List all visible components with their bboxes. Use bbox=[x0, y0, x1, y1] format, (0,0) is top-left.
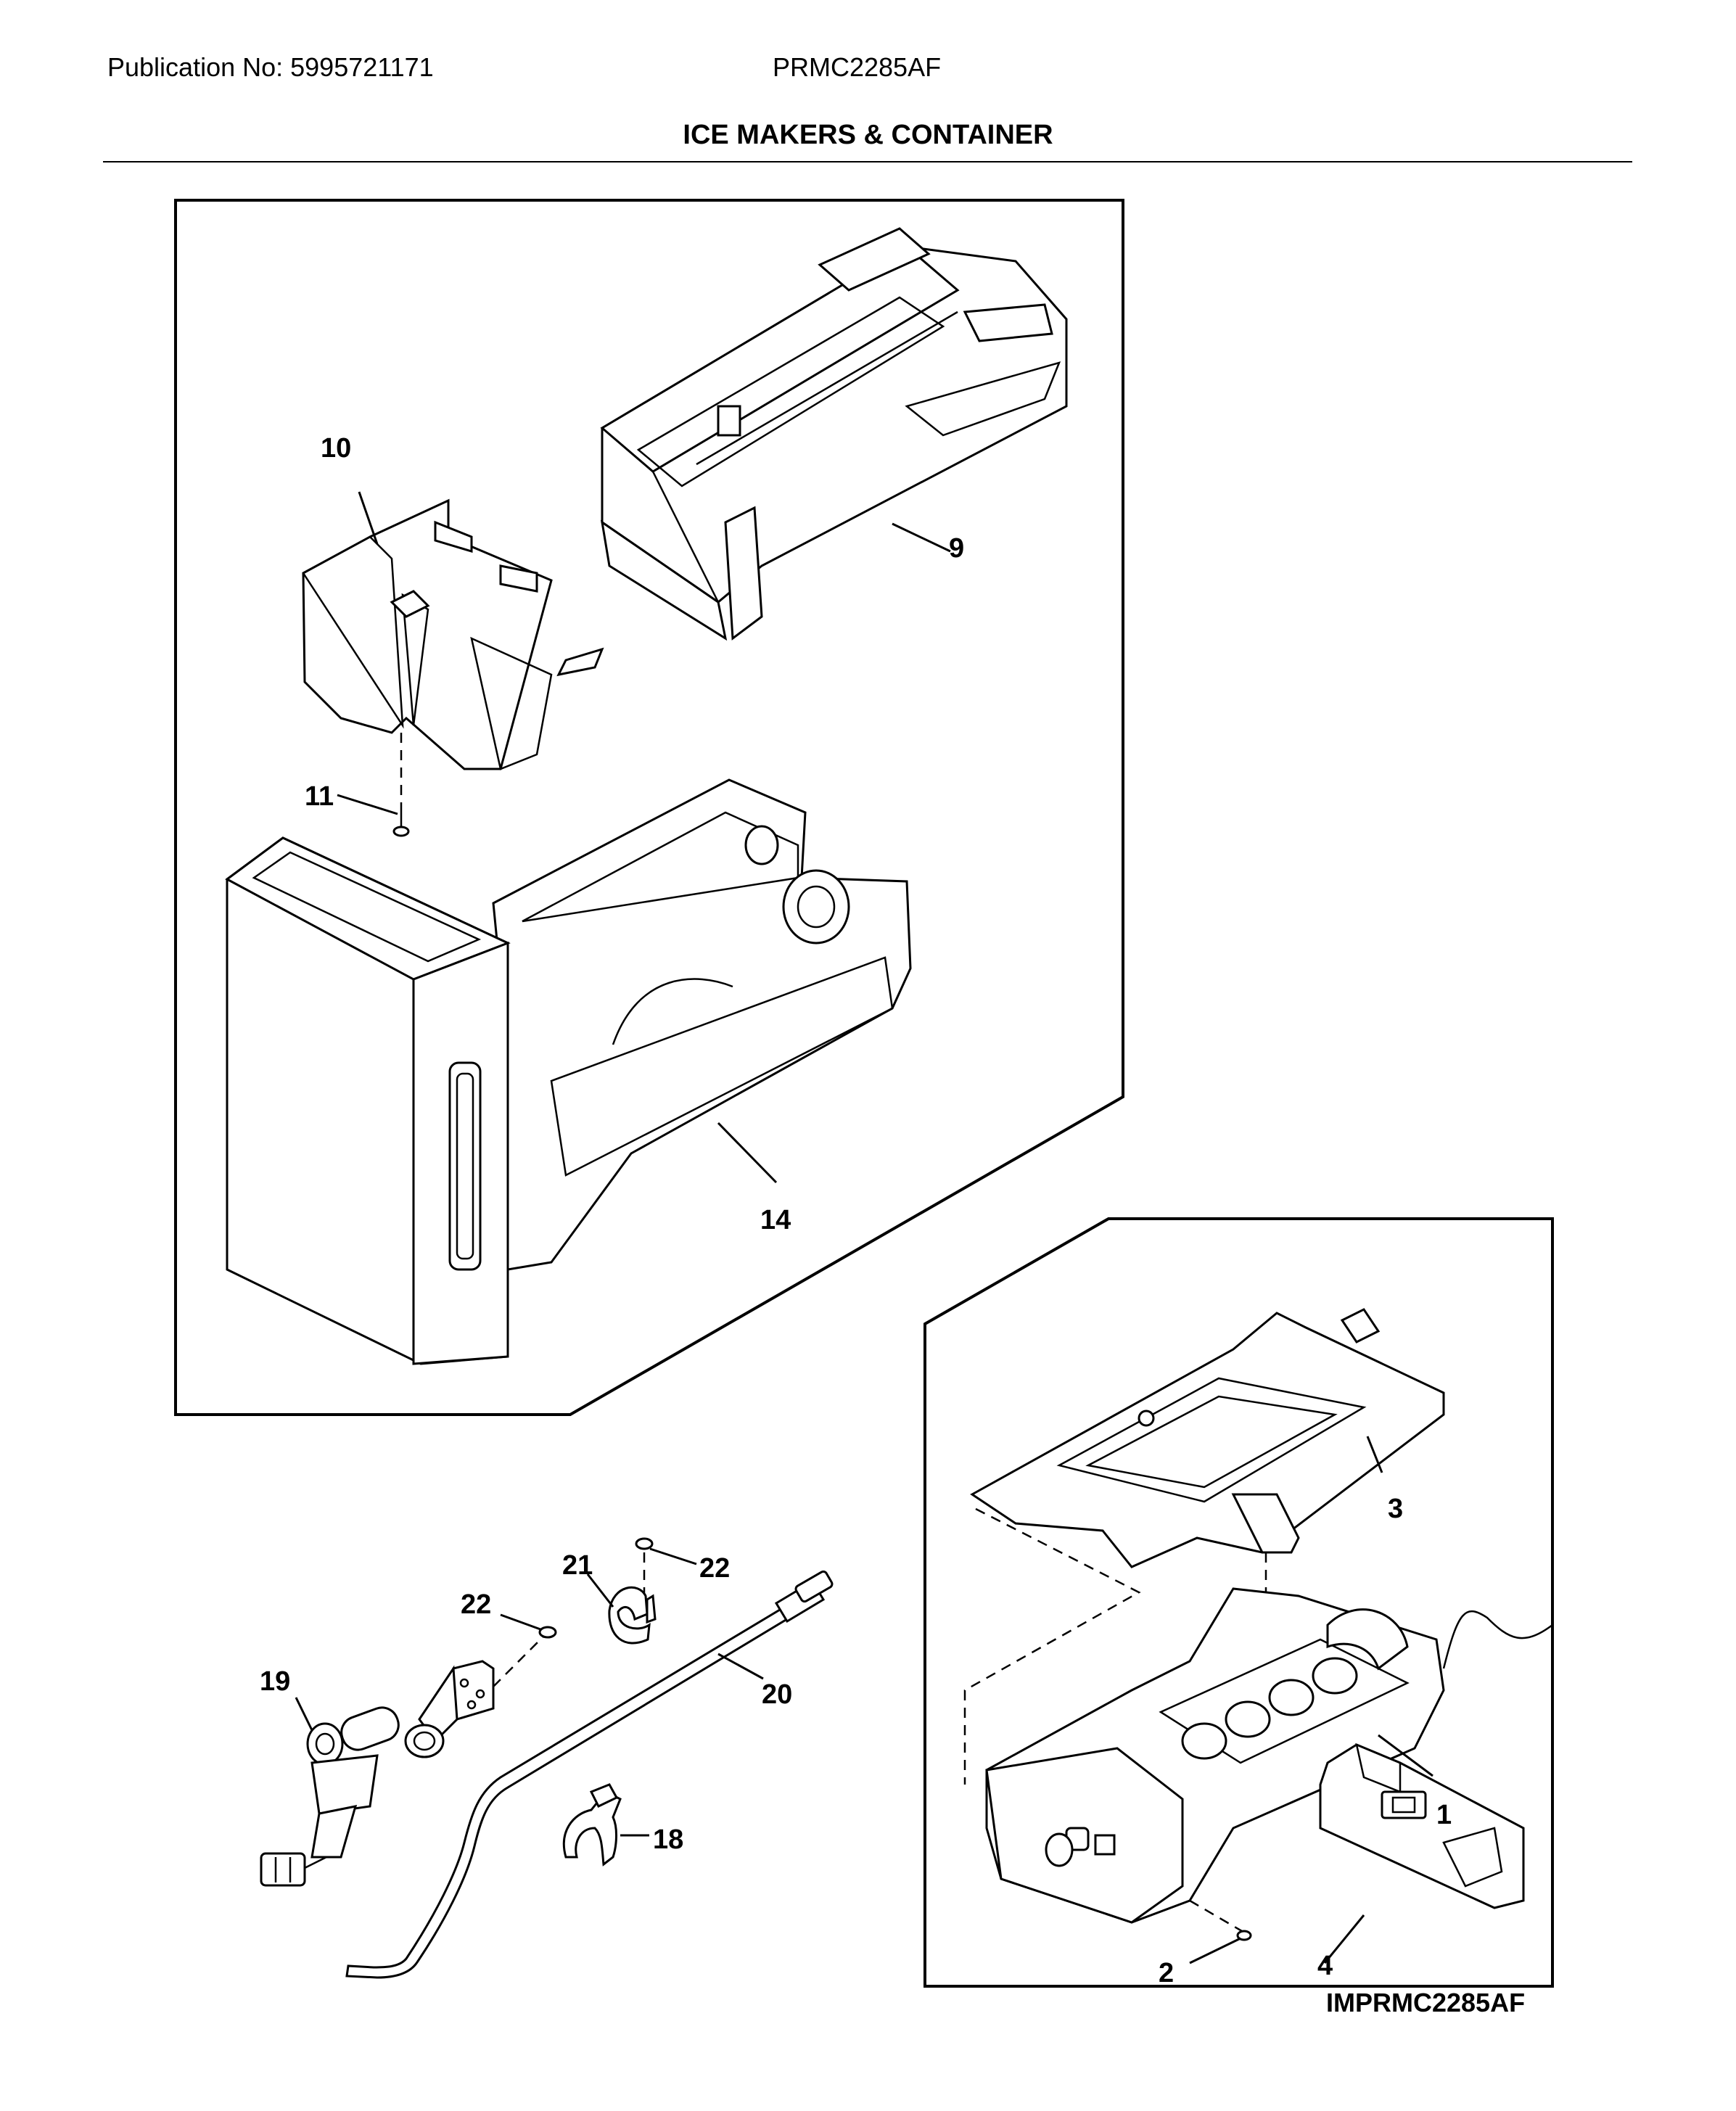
lower-assembly-frame bbox=[923, 1217, 1554, 1988]
water-valve-part bbox=[260, 1660, 495, 1887]
ice-maker-body-part bbox=[985, 1587, 1553, 1924]
callout-22-left: 22 bbox=[461, 1589, 491, 1620]
cover-alignment-dash bbox=[963, 1507, 1141, 1785]
section-title: ICE MAKERS & CONTAINER bbox=[683, 120, 1053, 150]
valve-screw-dash bbox=[493, 1635, 545, 1687]
callout-22-top: 22 bbox=[699, 1553, 730, 1584]
callout-9: 9 bbox=[949, 533, 964, 564]
header-rule bbox=[103, 161, 1632, 162]
valve-screw-part bbox=[538, 1626, 557, 1639]
upper-assembly-frame bbox=[174, 199, 1124, 1416]
tube-clip-part bbox=[562, 1783, 622, 1867]
callout-21: 21 bbox=[562, 1550, 593, 1581]
screw-part bbox=[392, 812, 410, 837]
callout-2: 2 bbox=[1159, 1958, 1174, 1988]
callout-18: 18 bbox=[653, 1824, 683, 1855]
callout-4: 4 bbox=[1317, 1951, 1333, 1981]
callout-1: 1 bbox=[1436, 1800, 1452, 1830]
tube-clamp-part bbox=[608, 1586, 657, 1645]
ice-bucket-divider-part bbox=[302, 498, 604, 770]
callout-3: 3 bbox=[1388, 1494, 1403, 1524]
ice-maker-end-cover-part bbox=[1319, 1742, 1525, 1909]
callout-14: 14 bbox=[760, 1205, 791, 1235]
model-number: PRMC2285AF bbox=[773, 52, 942, 82]
water-tube-part bbox=[345, 1570, 834, 1979]
ice-maker-housing-part bbox=[600, 227, 1068, 641]
clamp-screw-part bbox=[635, 1537, 654, 1550]
ice-container-part bbox=[225, 778, 912, 1365]
kit-screw-part bbox=[1236, 1930, 1252, 1941]
diagram-code: IMPRMC2285AF bbox=[1326, 1988, 1526, 2017]
callout-20: 20 bbox=[762, 1679, 792, 1710]
callout-10: 10 bbox=[321, 433, 351, 464]
leader-lines bbox=[295, 491, 1433, 1964]
callout-11: 11 bbox=[305, 781, 334, 812]
callout-19: 19 bbox=[260, 1666, 290, 1697]
kit-screw-dash bbox=[1189, 1899, 1243, 1933]
publication-number: Publication No: 5995721171 bbox=[107, 52, 434, 82]
ice-maker-cover-part bbox=[970, 1308, 1445, 1568]
